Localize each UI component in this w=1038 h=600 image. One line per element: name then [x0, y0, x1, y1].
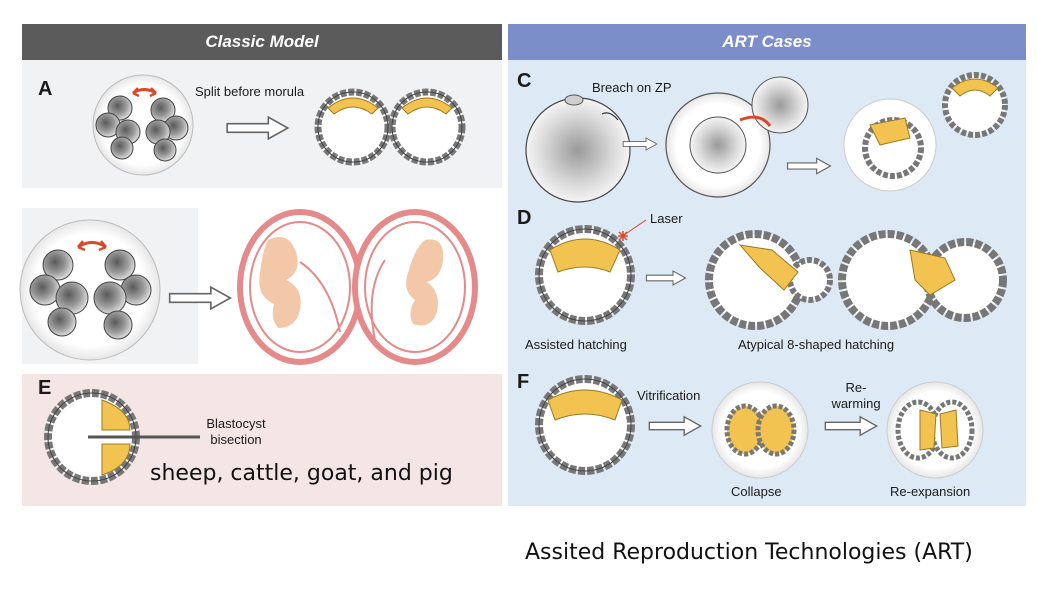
collapse-caption: Collapse [731, 484, 782, 499]
re-expansion-caption: Re-expansion [890, 484, 971, 499]
hatching-embryo [665, 76, 809, 198]
uterus-twin-left [237, 209, 363, 365]
panel-letter-d: D [517, 207, 532, 229]
breach-on-zp-label: Breach on ZP [592, 80, 672, 95]
split-arrow-icon [739, 115, 772, 127]
re-expanded-embryo [886, 381, 984, 479]
uterus-twin-right [352, 209, 478, 365]
atypical-hatching-caption: Atypical 8-shaped hatching [738, 337, 895, 352]
footer-title: Assited Reproduction Technologies (ART) [525, 540, 973, 565]
laser-icon [618, 219, 647, 241]
blastocyst-icon [843, 98, 937, 192]
vitrification-embryo [535, 375, 635, 475]
assisted-hatching-embryo [535, 225, 635, 325]
species-list: sheep, cattle, goat, and pig [150, 461, 453, 486]
eight-shaped-hatching-1 [705, 230, 833, 330]
panel-b-split-embryo [19, 219, 161, 361]
laser-label: Laser [650, 211, 683, 226]
classic-model-header: Classic Model [22, 24, 502, 60]
panel-letter-c: C [517, 70, 532, 92]
art-cases-header: ART Cases [508, 24, 1026, 60]
panel-letter-e: E [38, 377, 52, 399]
vitrification-label: Vitrification [637, 388, 701, 403]
eight-shaped-hatching-2 [838, 230, 1007, 330]
assisted-hatching-caption: Assisted hatching [525, 337, 627, 352]
bisection-label: bisection [210, 432, 262, 447]
rewarming-label-line1: Re- [845, 380, 867, 395]
collapsed-embryo [711, 381, 809, 479]
blastocyst-icon [314, 88, 392, 166]
panel-letter-a: A [38, 78, 53, 100]
zona-breach-embryo [525, 94, 631, 203]
panel-letter-f: F [517, 371, 530, 393]
blastocyst-icon [388, 88, 466, 166]
blastocyst-icon [942, 72, 1008, 138]
rewarming-label-line2: warming [831, 396, 881, 411]
split-before-morula-label: Split before morula [195, 84, 305, 99]
blastocyst-label: Blastocyst [206, 416, 266, 431]
panel-a-split-embryo [92, 74, 194, 176]
